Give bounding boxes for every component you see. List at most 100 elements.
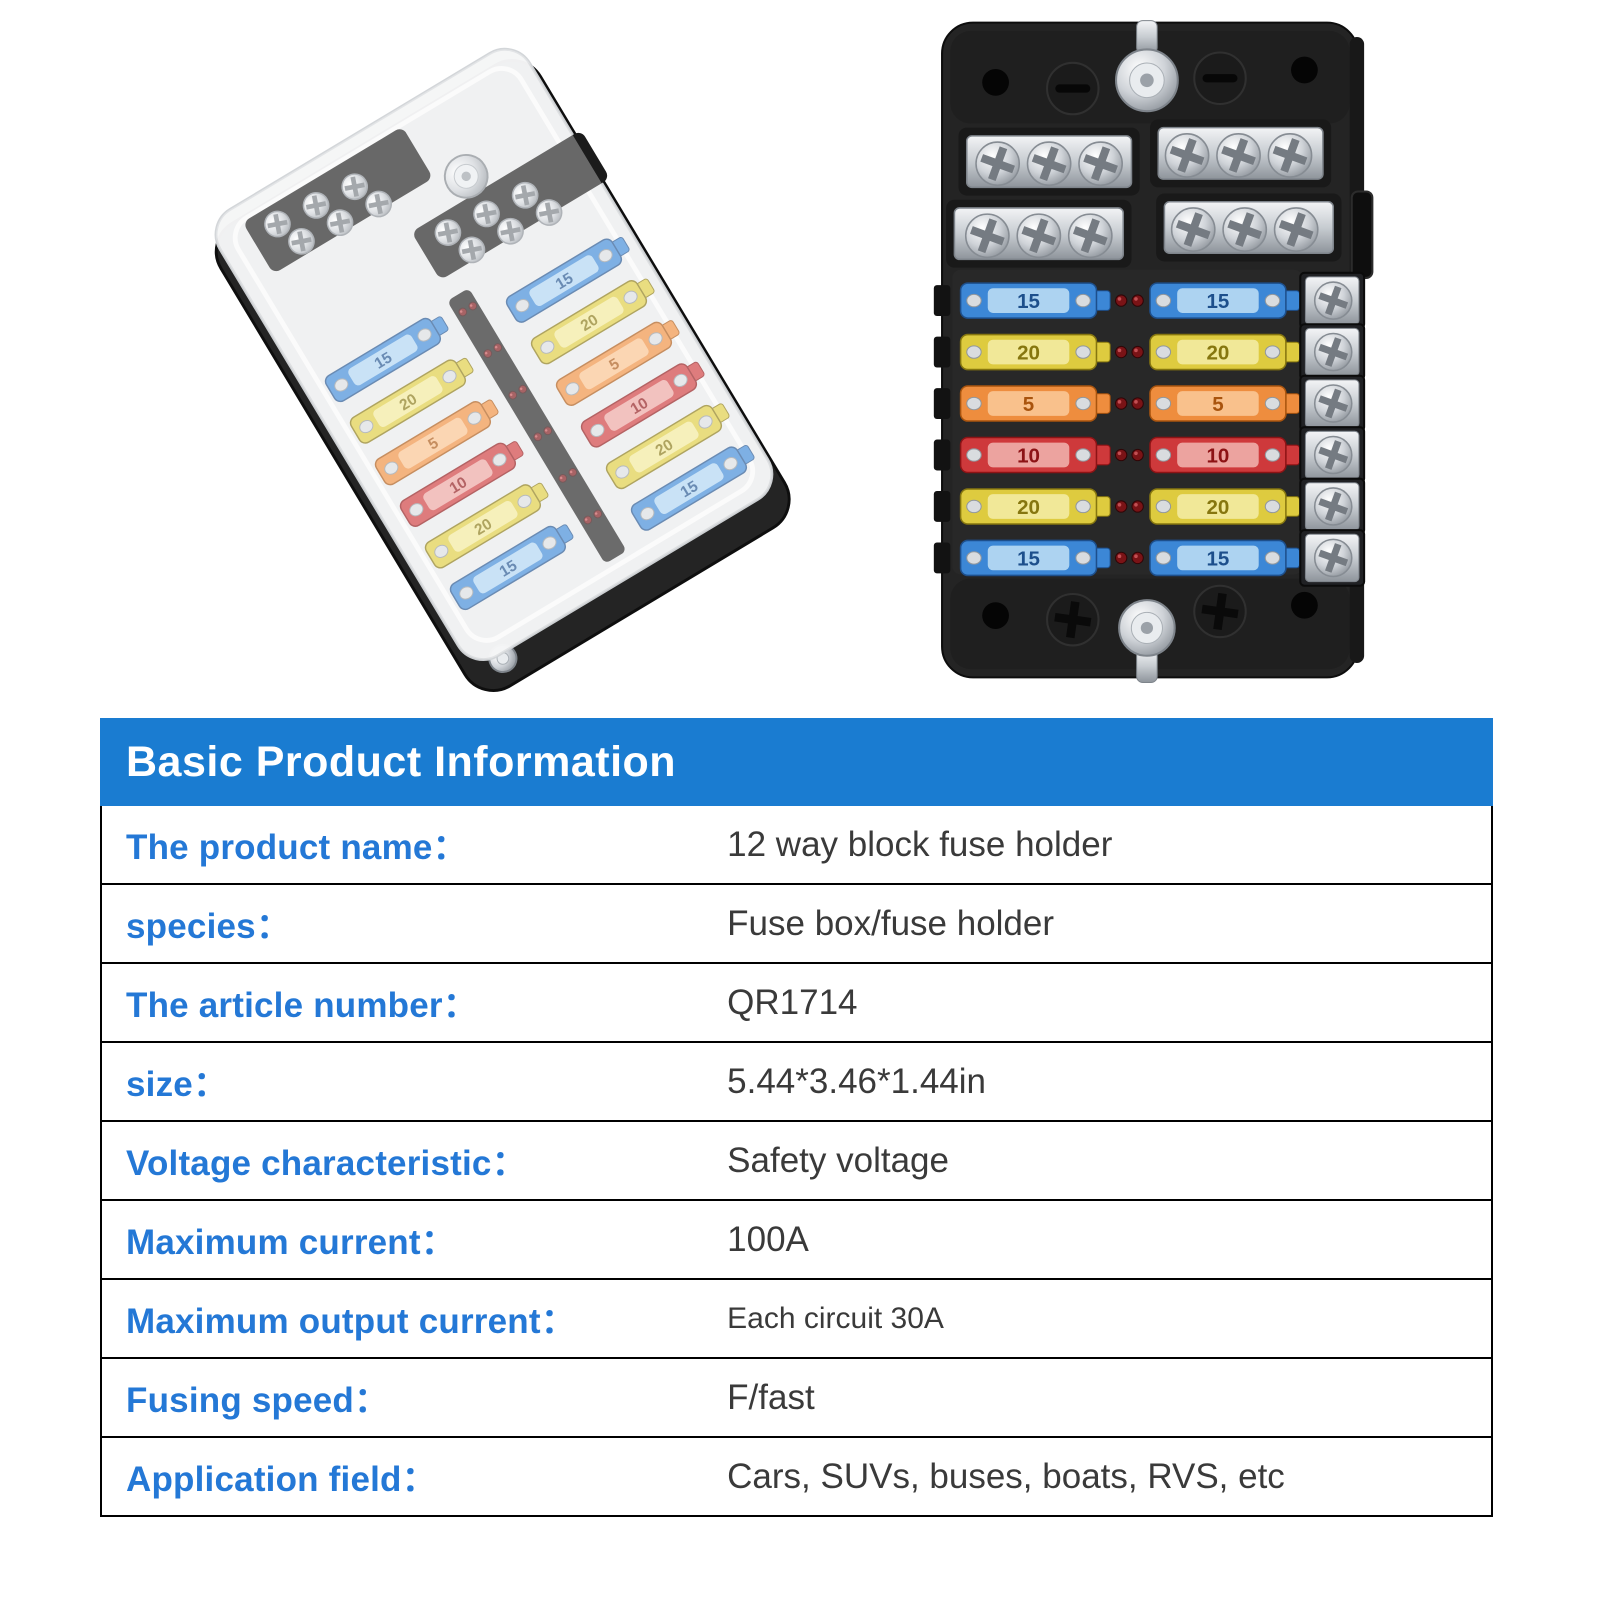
- fuse-yellow-20A: 20: [530, 278, 655, 365]
- led-indicator: [593, 509, 603, 519]
- fuse-amp-label: 10: [447, 474, 471, 497]
- phillips-screw: [1026, 141, 1072, 187]
- fuse-yellow-20A: 20: [1149, 488, 1301, 525]
- fuse-amp-label: 20: [1206, 341, 1229, 364]
- wire-slot: [933, 542, 951, 574]
- phillips-screw: [1078, 141, 1123, 187]
- bottom-mounting: [982, 584, 1318, 684]
- phillips-screw: [1313, 538, 1353, 578]
- top-mounting: [982, 20, 1318, 116]
- basic-product-information: Basic Product Information The product na…: [100, 718, 1493, 1517]
- fuse-blue-15A: 15: [449, 524, 574, 611]
- fuse-orange-5A: 5: [959, 385, 1111, 422]
- output-terminal: [1299, 477, 1366, 536]
- mounting-hole: [982, 602, 1009, 629]
- phillips-screw: [1267, 133, 1313, 178]
- info-row: Voltage characteristic：Safety voltage: [102, 1120, 1491, 1199]
- fuse-amp-label: 10: [628, 395, 652, 418]
- fuse-amp-label: 10: [1206, 444, 1229, 467]
- bus-bar-screws: [264, 173, 563, 264]
- phillips-screw: [473, 200, 500, 228]
- led-indicator: [1131, 551, 1144, 565]
- info-row: The article number：QR1714: [102, 962, 1491, 1041]
- spec-value: Each circuit 30A: [727, 1301, 944, 1335]
- phillips-screw: [458, 236, 486, 264]
- led-indicator: [1114, 397, 1128, 410]
- output-terminal: [1299, 529, 1366, 587]
- mounting-hole: [982, 68, 1009, 96]
- spec-label: Application field：: [126, 1460, 437, 1499]
- fuse-amp-label: 20: [1206, 496, 1229, 519]
- phillips-screw: [1170, 207, 1216, 252]
- wire-slots: [933, 285, 951, 574]
- output-terminal: [1299, 374, 1366, 433]
- fuse-amp-label: 15: [372, 349, 396, 373]
- mounting-hole: [1291, 591, 1318, 619]
- led-indicator-strip: [449, 290, 625, 562]
- bus-bar-screws: [964, 133, 1319, 259]
- led-indicator: [1114, 500, 1128, 513]
- fuse-blue-15A: 15: [959, 282, 1111, 319]
- fuse-orange-5A: 5: [555, 320, 680, 406]
- power-stud: [1118, 599, 1176, 684]
- spec-value: F/fast: [727, 1377, 815, 1417]
- spec-value: 5.44*3.46*1.44in: [727, 1061, 986, 1101]
- fuse-amp-label: 15: [1206, 290, 1229, 313]
- phillips-screw: [264, 210, 291, 238]
- wire-slot: [933, 491, 951, 522]
- fuse-yellow-20A: 20: [605, 403, 730, 490]
- fuse-yellow-20A: 20: [959, 333, 1111, 371]
- wire-slot: [933, 388, 951, 419]
- wire-slot: [933, 336, 951, 368]
- slotted-cap: [1193, 51, 1247, 105]
- fuse-yellow-20A: 20: [424, 482, 549, 569]
- phillips-screw: [341, 173, 369, 201]
- power-stud-nut: [1115, 20, 1179, 113]
- led-indicators: [1114, 294, 1144, 565]
- spec-label: size：: [126, 1065, 229, 1104]
- info-row: Maximum output current： Each circuit 30A: [102, 1278, 1491, 1357]
- cross-slot: [1201, 592, 1239, 631]
- fuse-amp-label: 15: [1206, 547, 1229, 570]
- phillips-screw: [964, 213, 1010, 259]
- led-indicator: [558, 474, 568, 483]
- phillips-screw: [302, 192, 330, 219]
- fuse-orange-5A: 5: [374, 399, 499, 486]
- output-terminal: [1299, 271, 1366, 330]
- led-indicator: [583, 515, 593, 525]
- led-indicator: [1131, 500, 1144, 513]
- fuse-yellow-20A: 20: [349, 357, 474, 444]
- phillips-screw: [1216, 133, 1261, 178]
- spec-label: Maximum output current：: [126, 1302, 576, 1341]
- led-indicator: [1114, 551, 1128, 565]
- spec-value: Safety voltage: [727, 1140, 949, 1180]
- phillips-screw: [1313, 435, 1353, 475]
- led-indicator: [468, 301, 478, 311]
- led-indicator: [1114, 345, 1128, 359]
- spec-value: Fuse box/fuse holder: [727, 903, 1055, 943]
- info-table: The product name：12 way block fuse holde…: [100, 806, 1493, 1517]
- cross-slot: [1054, 601, 1092, 639]
- phillips-screw: [326, 209, 354, 237]
- power-stud: [1115, 20, 1179, 113]
- cross-cap: [1193, 584, 1247, 639]
- wire-slot: [933, 439, 951, 471]
- fuse-blue-15A: 15: [959, 539, 1111, 577]
- led-indicator: [458, 307, 468, 317]
- fuse-yellow-20A: 20: [1149, 333, 1301, 371]
- fuse-blue-15A: 15: [1149, 282, 1301, 319]
- spec-label: Fusing speed：: [126, 1381, 390, 1420]
- cross-caps: [1046, 584, 1247, 647]
- spec-label: The product name：: [126, 828, 468, 867]
- fuse-blue-15A: 15: [505, 236, 630, 323]
- spec-value: 100A: [727, 1219, 809, 1259]
- fuse-amp-label: 20: [1017, 496, 1040, 519]
- frosted-cover-overlay: [216, 49, 772, 660]
